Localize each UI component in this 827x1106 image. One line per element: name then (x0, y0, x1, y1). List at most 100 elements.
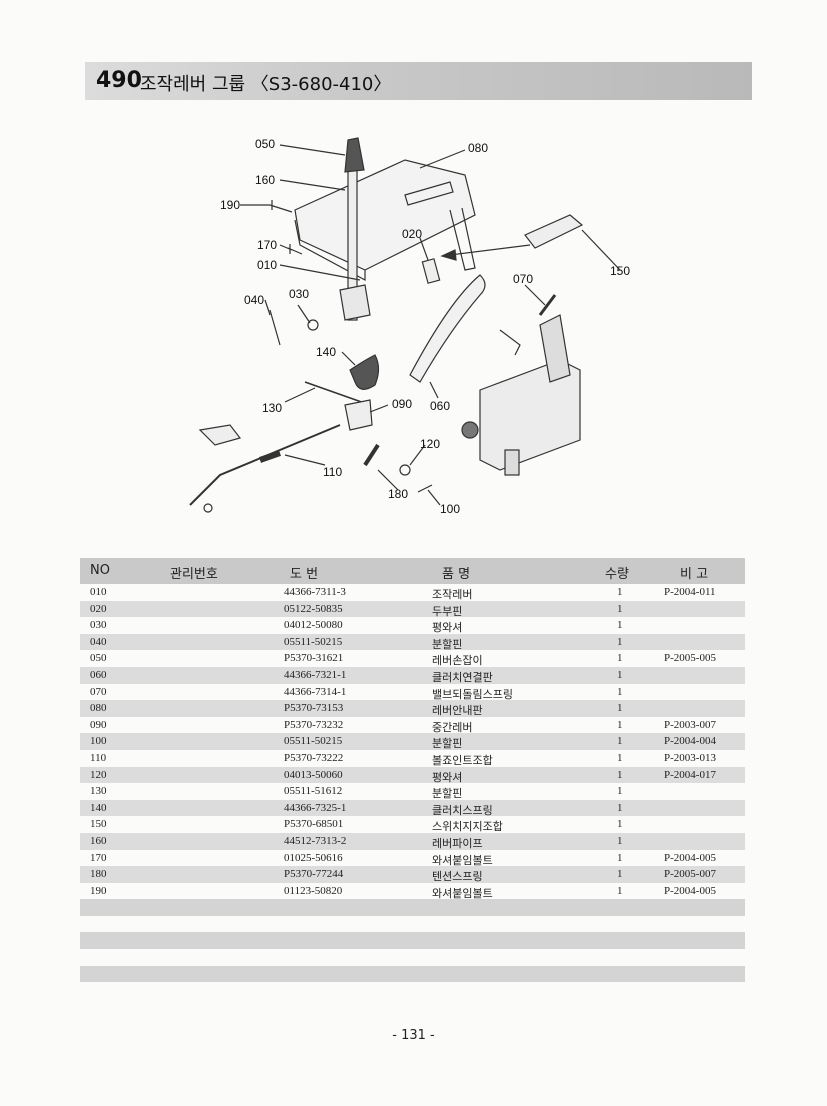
table-blank-row (80, 949, 745, 966)
row-part-name: 레버안내판 (432, 705, 483, 718)
table-blank-row (80, 916, 745, 933)
row-quantity: 1 (617, 851, 623, 864)
header-part-no: 도 번 (290, 567, 319, 582)
row-part-no: P5370-31621 (284, 652, 344, 665)
row-quantity: 1 (617, 602, 623, 615)
row-no: 080 (90, 702, 107, 715)
row-part-no: P5370-68501 (284, 818, 344, 831)
row-no: 190 (90, 884, 107, 897)
callout-180: 180 (388, 487, 408, 501)
row-part-name: 평와셔 (432, 771, 463, 784)
row-quantity: 1 (617, 818, 623, 831)
row-no: 120 (90, 768, 107, 781)
row-part-no: 04013-50060 (284, 768, 343, 781)
row-part-no: 05511-51612 (284, 785, 343, 798)
row-quantity: 1 (617, 751, 623, 764)
row-quantity: 1 (617, 586, 623, 598)
row-part-no: 05511-50215 (284, 635, 343, 648)
row-part-no: P5370-73222 (284, 751, 344, 764)
row-no: 180 (90, 868, 107, 881)
callout-110: 110 (323, 465, 342, 479)
parts-table-header: NO 관리번호 도 번 품 명 수량 비 고 (80, 558, 745, 584)
table-row: 040 05511-50215 분할핀 1 (80, 633, 745, 651)
row-quantity: 1 (617, 884, 623, 897)
header-management-no: 관리번호 (170, 567, 218, 582)
row-part-name: 와셔붙임볼트 (432, 854, 493, 867)
row-no: 090 (90, 718, 107, 731)
row-quantity: 1 (617, 834, 623, 847)
row-part-name: 클러치연결판 (432, 671, 493, 684)
row-part-name: 분할핀 (432, 638, 463, 651)
row-part-name: 텐션스프링 (432, 871, 483, 884)
row-no: 110 (90, 751, 107, 764)
row-quantity: 1 (617, 668, 623, 681)
callout-050: 050 (255, 137, 275, 151)
row-no: 150 (90, 818, 107, 831)
row-part-no: P5370-73232 (284, 718, 344, 731)
diagram-callouts: 050 080 160 190 020 150 170 010 070 040 … (220, 137, 630, 516)
callout-040: 040 (244, 293, 264, 307)
row-part-no: 01123-50820 (284, 884, 343, 897)
callout-020: 020 (402, 227, 422, 241)
table-blank-row (80, 899, 745, 916)
callout-080: 080 (468, 141, 488, 155)
row-no: 020 (90, 602, 107, 615)
callout-170: 170 (257, 238, 277, 252)
row-no: 160 (90, 834, 107, 847)
row-quantity: 1 (617, 635, 623, 648)
row-quantity: 1 (617, 785, 623, 798)
row-part-name: 분할핀 (432, 738, 463, 751)
row-remarks: P-2005-007 (664, 868, 716, 881)
row-no: 050 (90, 652, 107, 665)
row-part-no: 01025-50616 (284, 851, 343, 864)
row-no: 010 (90, 586, 107, 598)
row-no: 170 (90, 851, 107, 864)
callout-150: 150 (610, 264, 630, 278)
row-quantity: 1 (617, 685, 623, 698)
header-bar (85, 62, 752, 100)
row-no: 030 (90, 619, 107, 632)
row-no: 040 (90, 635, 107, 648)
header-part-name: 품 명 (442, 567, 471, 582)
row-quantity: 1 (617, 718, 623, 731)
row-part-name: 분할핀 (432, 788, 463, 801)
row-part-no: 04012-50080 (284, 619, 343, 632)
callout-120: 120 (420, 437, 440, 451)
row-remarks: P-2004-004 (664, 735, 716, 748)
row-quantity: 1 (617, 735, 623, 748)
table-row: 100 05511-50215 분할핀 1 P-2004-004 (80, 733, 745, 750)
row-part-name: 레버손잡이 (432, 655, 483, 668)
table-blank-row (80, 965, 745, 983)
row-part-name: 레버파이프 (432, 837, 483, 850)
group-number: 490 (96, 68, 142, 93)
row-part-no: 44366-7314-1 (284, 685, 347, 698)
row-quantity: 1 (617, 801, 623, 814)
row-part-no: 05511-50215 (284, 735, 343, 748)
row-remarks: P-2003-013 (664, 751, 716, 764)
callout-090: 090 (392, 397, 412, 411)
row-part-name: 와셔붙임볼트 (432, 887, 493, 900)
header-quantity: 수량 (605, 567, 629, 582)
row-no: 060 (90, 668, 107, 681)
row-no: 130 (90, 785, 107, 798)
row-part-name: 평와셔 (432, 622, 463, 635)
row-quantity: 1 (617, 868, 623, 881)
row-part-name: 두부핀 (432, 605, 463, 618)
row-no: 100 (90, 735, 107, 748)
callout-140: 140 (316, 345, 336, 359)
callout-070: 070 (513, 272, 533, 286)
table-blank-row (80, 932, 745, 950)
row-part-name: 밸브되돌림스프링 (432, 688, 513, 701)
callout-030: 030 (289, 287, 309, 301)
row-part-no: 44366-7321-1 (284, 668, 347, 681)
